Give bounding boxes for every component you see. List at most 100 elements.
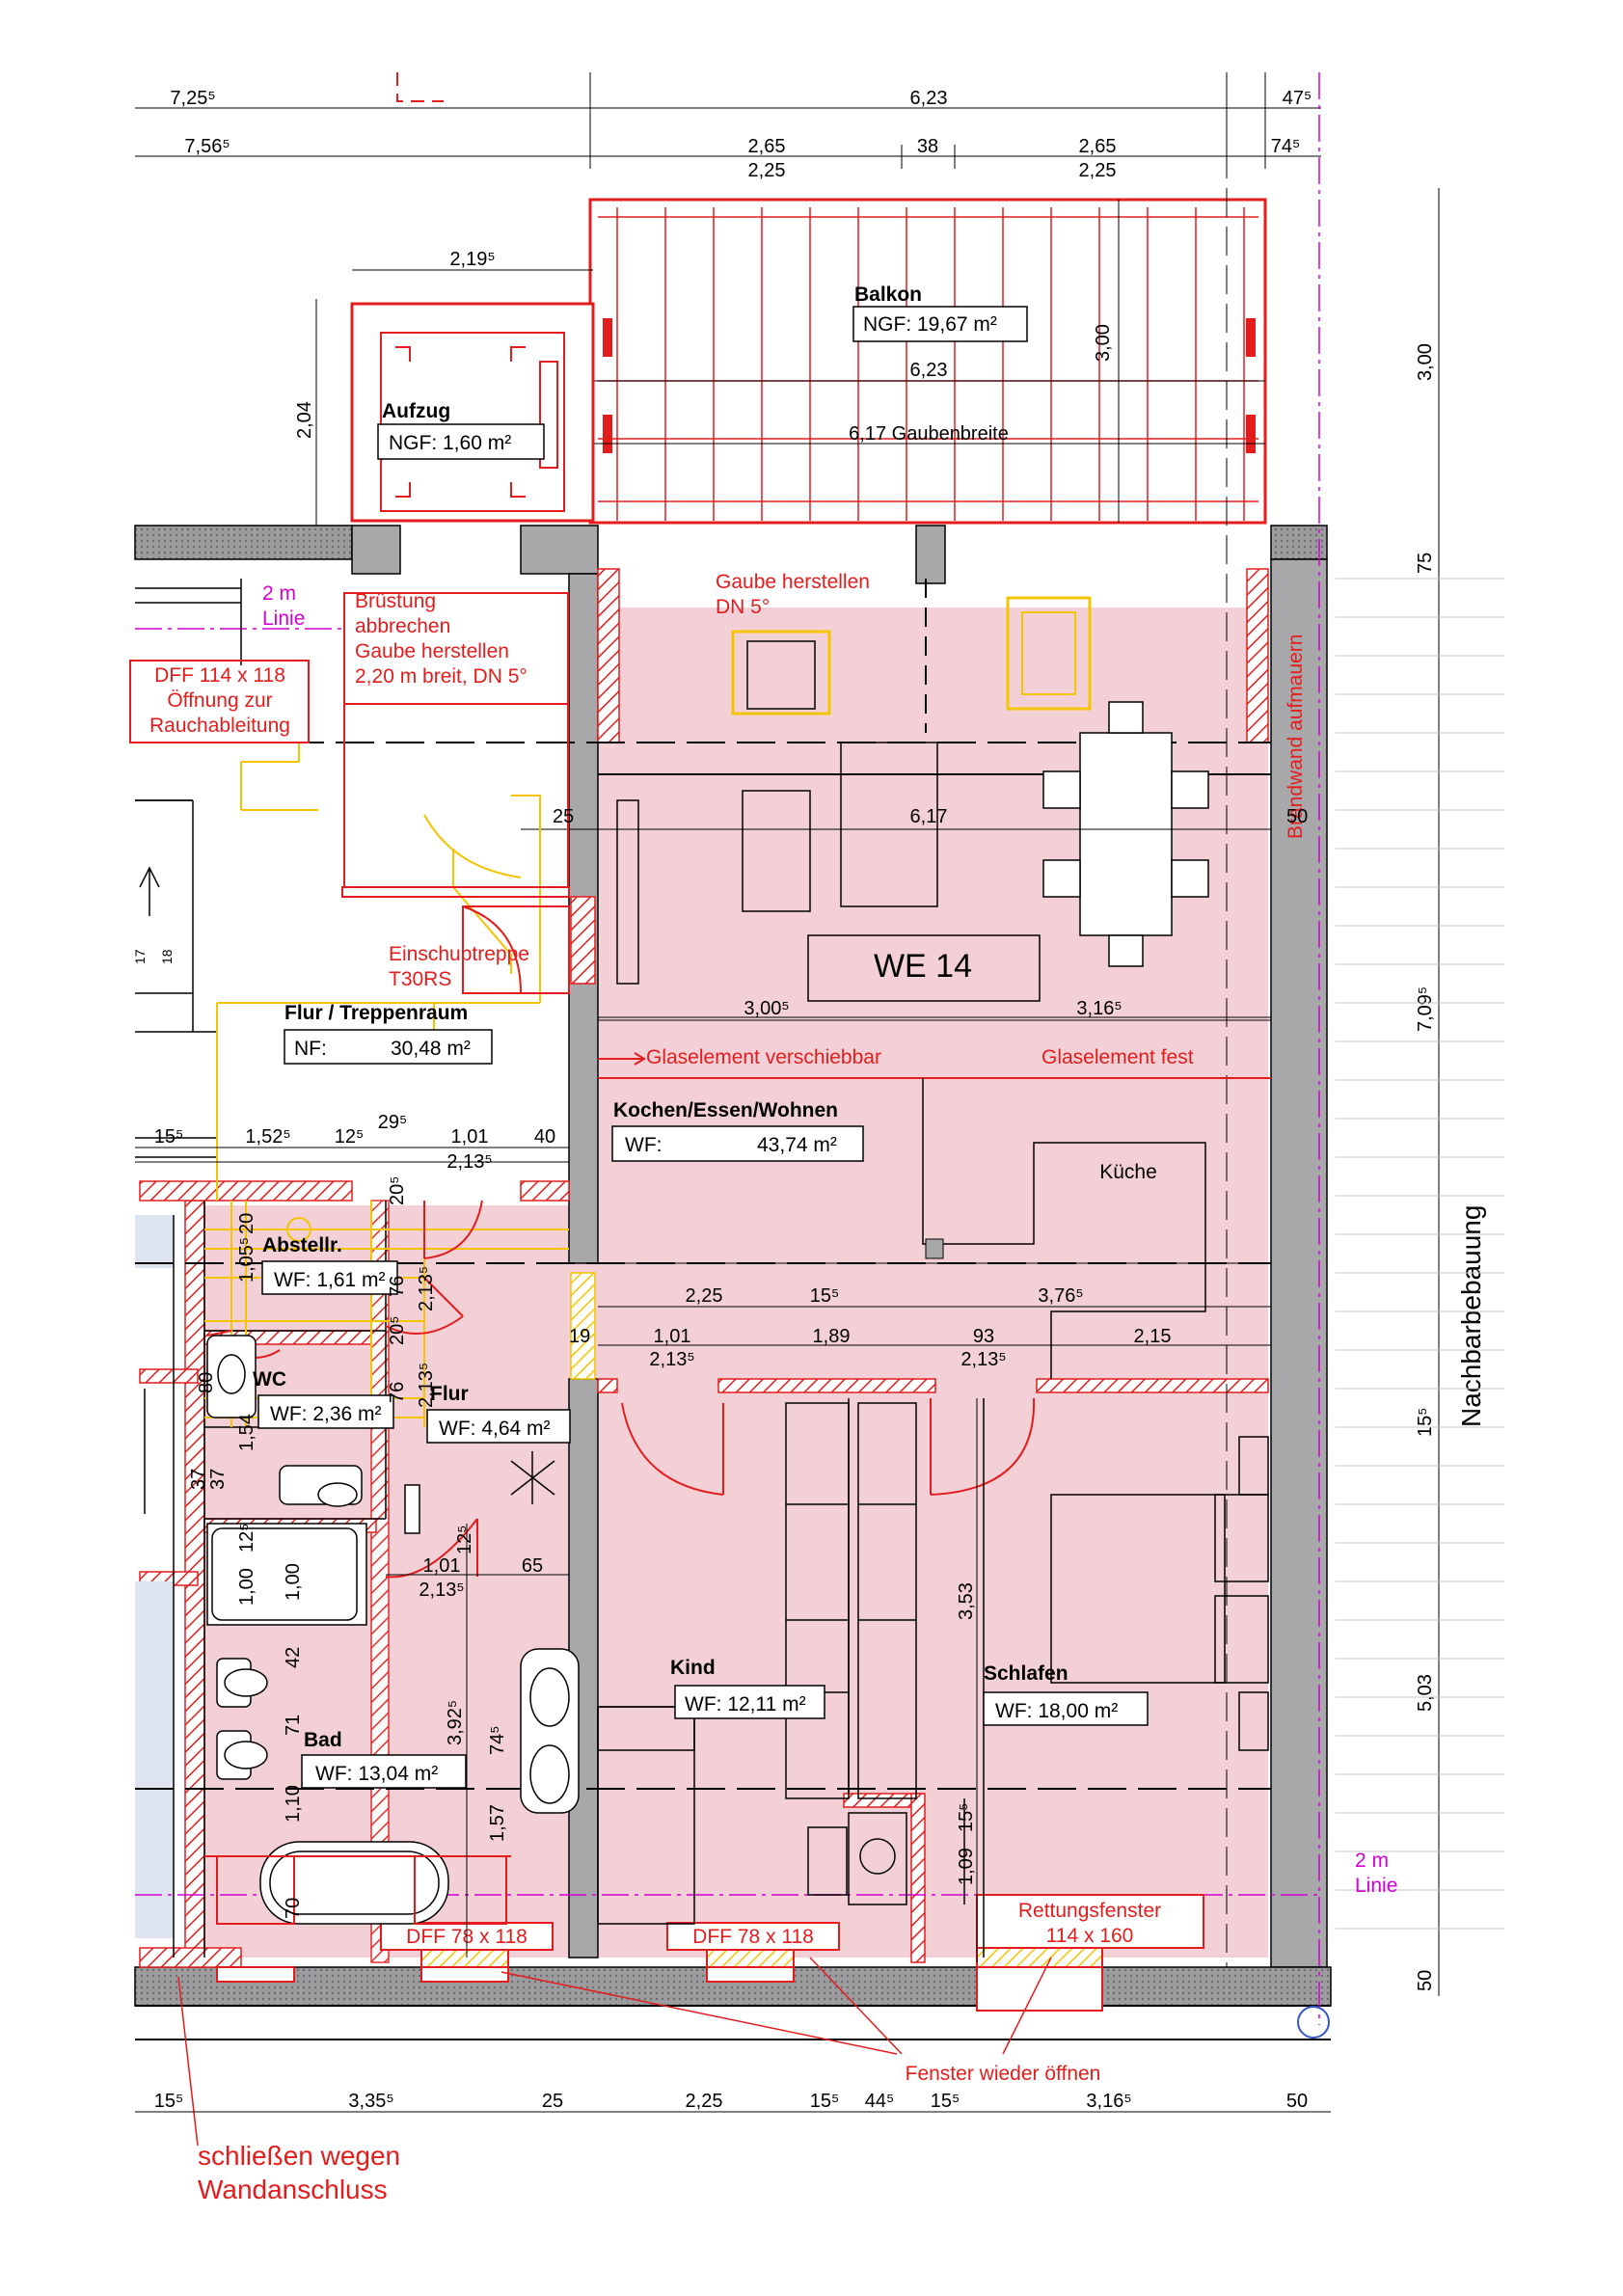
wc-area: WF: 2,36 m² <box>270 1403 382 1425</box>
kind-area: WF: 12,11 m² <box>685 1693 806 1715</box>
v-dim-9: 37 <box>188 1469 209 1490</box>
v-dim-18: 70 <box>283 1898 304 1919</box>
balcony: Balkon NGF: 19,67 m² 6,23 6,17 Gaubenbre… <box>588 198 1267 525</box>
dff-left-2: Öffnung zur <box>167 689 272 712</box>
door-dim-4: 93 <box>973 1326 994 1347</box>
v-dim-17: 1,10 <box>283 1785 304 1823</box>
walls <box>134 525 1332 2040</box>
two-m-linie-2: Linie <box>262 608 305 630</box>
bottom-dim-9: 50 <box>1286 2091 1308 2112</box>
v-dim-14: 1,00 <box>283 1563 304 1601</box>
kind-dim-1: 3,53 <box>956 1582 977 1620</box>
wall-25-dim: 25 <box>553 806 574 827</box>
v-dim-8: 2,13⁵ <box>416 1363 437 1408</box>
top-dimensions: 7,25⁵ 6,23 47⁵ 7,56⁵ 2,65 2,25 38 2,65 2… <box>135 72 1321 181</box>
bedrooms: Kind WF: 12,11 m² Schlafen WF: 18,00 m² … <box>597 1398 1269 1962</box>
flur-treppe-name: Flur / Treppenraum <box>284 1002 468 1024</box>
door-dim-3: 1,89 <box>813 1326 851 1347</box>
bottom-dim-4: 2,25 <box>686 2091 723 2112</box>
v-dim-4: 2,13⁵ <box>416 1266 437 1311</box>
flur-name: Flur <box>430 1383 469 1405</box>
kitchen-dim-2: 15⁵ <box>810 1285 840 1307</box>
balkon-name: Balkon <box>854 284 922 306</box>
abstellr-area: WF: 1,61 m² <box>274 1269 386 1291</box>
left-unit: 15⁵ 1,52⁵ 12⁵ 29⁵ 1,01 2,13⁵ 40 <box>135 1112 1036 1958</box>
brandwand: Brandwand aufmauern <box>1285 635 1307 839</box>
living-width-1: 3,00⁵ <box>744 998 789 1019</box>
mid-dim-3: 12⁵ <box>335 1126 365 1148</box>
stair-step-18: 18 <box>159 949 175 964</box>
mid-dim-2: 1,52⁵ <box>245 1126 290 1148</box>
bad-name: Bad <box>304 1729 342 1751</box>
kueche-label: Küche <box>1099 1161 1157 1183</box>
kind-name: Kind <box>670 1657 716 1679</box>
bottom-dim-6: 44⁵ <box>865 2091 895 2112</box>
mid-dim-5: 1,01 <box>451 1126 489 1148</box>
bottom-dim-3: 25 <box>542 2091 563 2112</box>
gaube-herstellen: Gaube herstellen <box>716 571 870 593</box>
right-dim-1: 3,00 <box>1415 343 1436 381</box>
elevator-depth-dim: 2,04 <box>294 401 315 439</box>
v-dim-5: 20⁵ <box>387 1175 408 1205</box>
bath-dim-6: 74⁵ <box>487 1725 508 1755</box>
kind-dim-2: 15⁵ <box>956 1802 977 1832</box>
v-dim-7: 76 <box>387 1382 408 1403</box>
v-dim-12: 12⁵ <box>236 1523 257 1553</box>
bath-dim-5: 3,92⁵ <box>445 1700 466 1745</box>
right-dim-6: 50 <box>1415 1970 1436 1991</box>
glaselement-verschiebbar: Glaselement verschiebbar <box>646 1046 881 1068</box>
balcony-depth: 3,00 <box>1093 324 1114 362</box>
v-dim-15: 42 <box>283 1647 304 1668</box>
living-width-2: 3,16⁵ <box>1076 998 1122 1019</box>
abstellr-name: Abstellr. <box>262 1234 342 1256</box>
einschubtreppe-1: Einschubtreppe <box>389 943 529 965</box>
top-dim-10: 74⁵ <box>1271 136 1301 157</box>
aufzug-area: NGF: 1,60 m² <box>389 432 511 454</box>
dormer-width: 6,17 Gaubenbreite <box>849 423 1009 445</box>
bottom-dim-1: 15⁵ <box>154 2091 184 2112</box>
top-dim-5: 2,65 <box>748 136 786 157</box>
dff-78-b: DFF 78 x 118 <box>692 1926 814 1948</box>
glaselement-fest: Glaselement fest <box>1041 1046 1194 1068</box>
schlafen-area: WF: 18,00 m² <box>995 1700 1118 1722</box>
balkon-area-box <box>852 306 1028 342</box>
top-dim-7: 38 <box>917 136 938 157</box>
mid-dim-6: 2,13⁵ <box>446 1151 492 1173</box>
door-dim-6: 2,15 <box>1134 1326 1172 1347</box>
door-dim-1: 1,01 <box>654 1326 691 1347</box>
top-dim-1: 7,25⁵ <box>170 88 215 109</box>
bath-dim-4: 65 <box>522 1555 543 1577</box>
v-dim-16: 71 <box>283 1715 304 1736</box>
two-m-linie-1: 2 m <box>262 582 296 605</box>
v-dim-10: 37 <box>207 1469 229 1490</box>
right-dimensions: 3,00 75 7,09⁵ 15⁵ 5,03 50 Nachbarbebauun… <box>1336 188 1504 1996</box>
rettungsfenster-1: Rettungsfenster <box>1018 1900 1161 1922</box>
bottom-dim-5: 15⁵ <box>810 2091 840 2112</box>
elevator-left-dim: 2,19⁵ <box>449 249 495 270</box>
top-dim-6: 2,25 <box>748 160 786 181</box>
room-width-617: 6,17 <box>910 806 948 827</box>
bath-dim-2: 12⁵ <box>454 1525 475 1554</box>
fenster-wieder-oeffnen: Fenster wieder öffnen <box>906 2063 1101 2085</box>
kitchen: Kochen/Essen/Wohnen WF: 43,74 m² Küche 2… <box>569 1078 1271 1379</box>
top-dim-3: 47⁵ <box>1283 88 1312 109</box>
wall-50-dim: 50 <box>1286 806 1308 827</box>
mid-dim-4: 29⁵ <box>378 1112 408 1133</box>
gaube-dn: DN 5° <box>716 596 770 618</box>
v-dim-13: 1,00 <box>236 1568 257 1606</box>
bath-dim-3: 2,13⁵ <box>419 1580 464 1601</box>
right-dim-4: 15⁵ <box>1415 1407 1436 1437</box>
two-m-linie-r2: Linie <box>1355 1875 1397 1897</box>
top-dim-4: 7,56⁵ <box>184 136 230 157</box>
door-dim-2: 2,13⁵ <box>649 1349 694 1370</box>
kind-dim-3: 1,09 <box>956 1848 977 1885</box>
schliessen-2: Wandanschluss <box>198 2174 388 2204</box>
bad-area: WF: 13,04 m² <box>315 1763 438 1785</box>
stairwell: 17 18 Flur / Treppenraum NF: 30,48 m² <box>129 579 570 1201</box>
bottom-dim-8: 3,16⁵ <box>1086 2091 1131 2112</box>
mid-dim-1: 15⁵ <box>154 1126 184 1148</box>
bath-dim-1: 1,01 <box>423 1555 461 1577</box>
v-dim-3: 76 <box>387 1276 408 1297</box>
v-dim-1: 20 <box>236 1213 257 1234</box>
